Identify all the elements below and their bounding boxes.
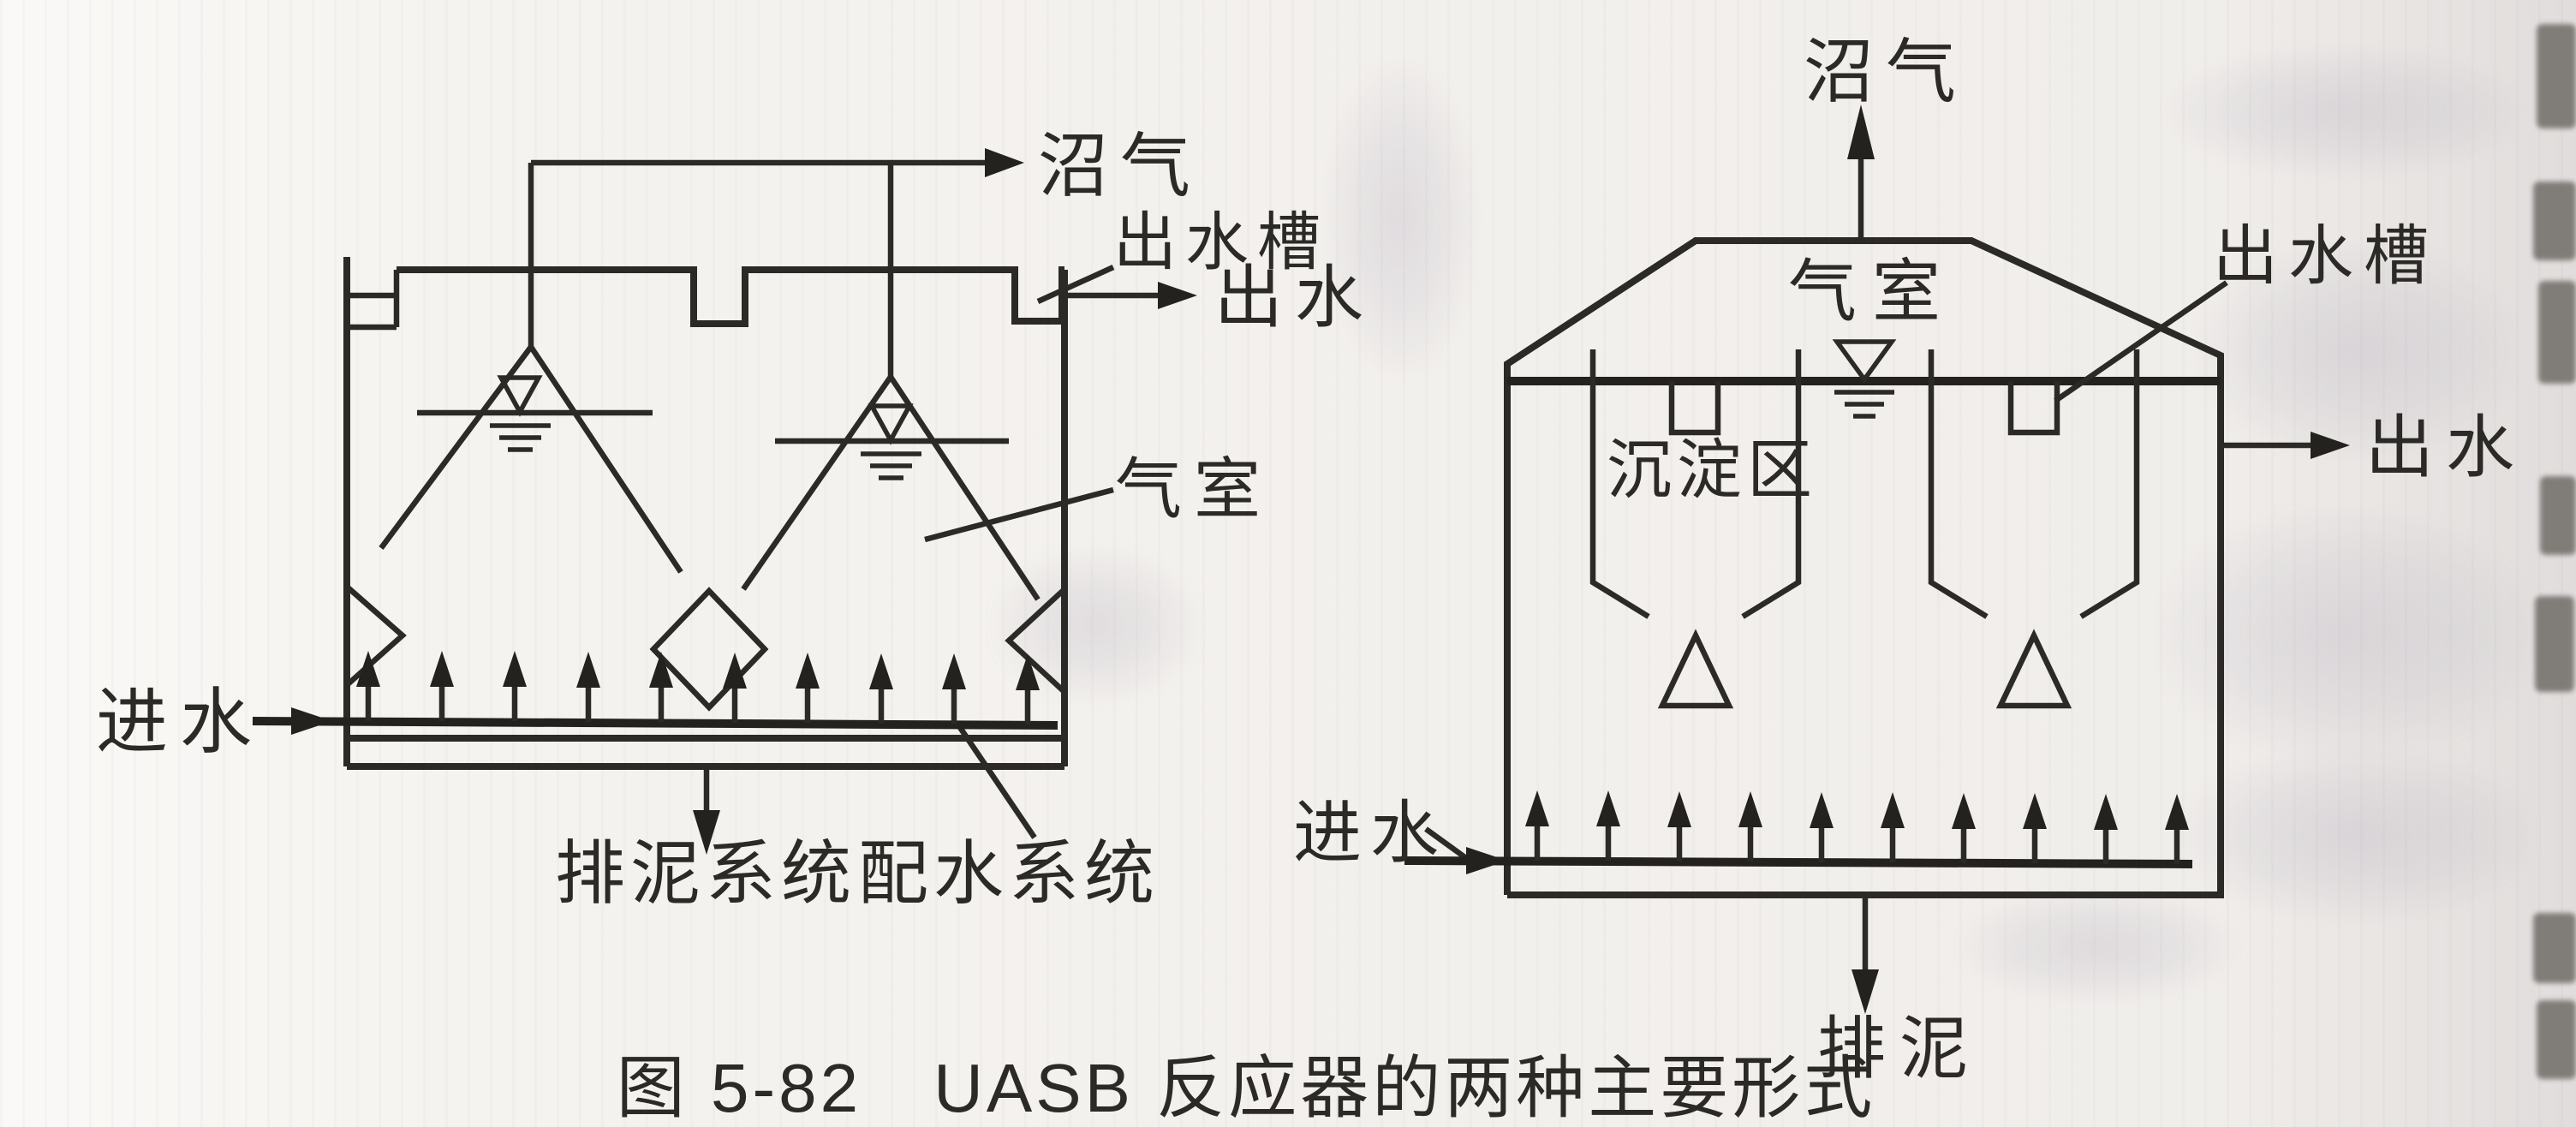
left-gas-chamber-pointer xyxy=(924,486,1114,543)
right-tank-shell xyxy=(1504,237,2224,898)
label-right-gas-chamber: 气室 xyxy=(1788,253,1956,330)
right-sludge-arrowhead-icon xyxy=(1852,969,1879,1014)
right-reactor: 沼气 气室 出水槽 出水 沉淀区 进水 排泥 xyxy=(1293,33,2526,1087)
label-left-gas-chamber: 气室 xyxy=(1115,451,1273,527)
right-influent-arrowhead-icon xyxy=(1466,847,1507,874)
left-distribution-pointer xyxy=(957,724,1037,839)
center-deflector-diamond xyxy=(649,587,769,712)
left-sludge-arrowhead-icon xyxy=(693,810,720,855)
right-wall-deflector xyxy=(1005,587,1067,695)
settling-funnel-1 xyxy=(1589,349,1802,619)
label-right-effluent: 出水 xyxy=(2365,409,2526,486)
left-influent-pipe xyxy=(252,717,1058,730)
label-left-biogas: 沼气 xyxy=(1038,128,1202,206)
settling-funnel-2 xyxy=(1928,349,2140,619)
water-level-dashes xyxy=(490,423,551,452)
right-influent-pipe xyxy=(1404,856,2193,868)
label-settling-zone: 沉淀区 xyxy=(1607,434,1817,507)
figure-caption: 图 5-82 UASB 反应器的两种主要形式 xyxy=(617,1050,1875,1126)
right-effluent-trough-pointer xyxy=(2054,280,2228,403)
funnel-1-cone xyxy=(1657,629,1734,709)
label-right-influent: 进水 xyxy=(1293,795,1447,871)
weir-box-2 xyxy=(2007,381,2060,436)
water-level-icon xyxy=(1832,339,1897,384)
left-reactor: 沼气 出水槽 出水 气室 进水 排泥系统 配水系统 xyxy=(96,128,1375,913)
water-level-icon xyxy=(868,403,914,445)
left-tank-rim-with-notches xyxy=(397,266,1065,327)
funnel-2-cone xyxy=(1995,629,2072,709)
label-left-influent: 进水 xyxy=(96,682,264,762)
left-effluent-arrowhead-icon xyxy=(1158,282,1197,309)
right-biogas-arrowhead-icon xyxy=(1847,104,1875,159)
weir-box-1 xyxy=(1668,381,1721,436)
water-level-icon xyxy=(497,375,543,417)
left-tank-weir-trough xyxy=(347,270,400,331)
label-right-effluent-trough: 出水槽 xyxy=(2213,220,2439,293)
right-influent-lead-line xyxy=(1424,826,1468,861)
label-left-effluent-trough: 出水槽 xyxy=(1113,206,1329,277)
left-effluent-trough-pointer xyxy=(1036,265,1115,304)
label-left-effluent: 出水 xyxy=(1214,259,1375,336)
water-level-dashes xyxy=(861,451,921,480)
label-water-distribution-system: 配水系统 xyxy=(858,835,1160,913)
label-sludge-discharge-system: 排泥系统 xyxy=(555,835,856,913)
left-influent-arrowhead-icon xyxy=(291,707,332,735)
left-gas-hood-1 xyxy=(379,345,683,574)
left-biogas-arrowhead-icon xyxy=(985,148,1024,177)
label-right-biogas: 沼气 xyxy=(1804,33,1968,111)
label-right-sludge-discharge: 排泥 xyxy=(1817,1011,1982,1087)
right-effluent-arrowhead-icon xyxy=(2311,432,2350,459)
left-gas-hood-2 xyxy=(741,375,1041,601)
left-biogas-drop-pipes xyxy=(528,163,894,379)
water-level-dashes xyxy=(1834,390,1894,419)
